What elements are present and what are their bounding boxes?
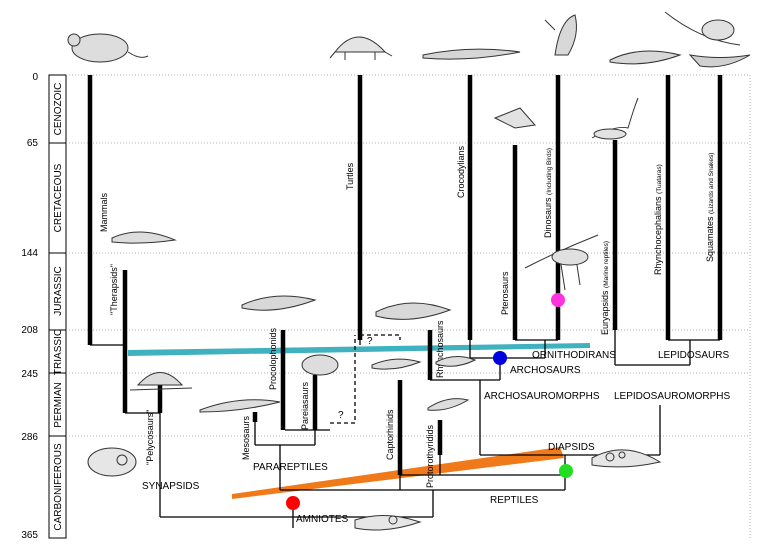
tick-144: 144 <box>21 248 38 259</box>
tick-286: 286 <box>21 432 38 443</box>
turtle-illustration <box>329 36 393 60</box>
clade-reptiles: REPTILES <box>490 495 539 506</box>
pterosaur-illustration <box>493 107 536 129</box>
period-jurassic: JURASSIC <box>53 266 64 315</box>
rhynchosaur-illustration <box>435 356 477 367</box>
clade-diapsids: DIAPSIDS <box>548 442 595 453</box>
taxon-pelycosaurs: "Pelycosaurs" <box>145 410 155 465</box>
taxon-pterosaurs: Pterosaurs <box>500 271 510 315</box>
clade-synapsids: SYNAPSIDS <box>142 481 200 492</box>
mammal-illustration <box>67 33 149 63</box>
taxon-mammals: Mammals <box>99 192 109 232</box>
procolophonid-illustration <box>241 295 317 311</box>
period-cretaceous: CRETACEOUS <box>53 163 64 232</box>
dimetrodon-illustration <box>129 372 193 391</box>
clade-ornithodirans: ORNITHODIRANS <box>532 350 616 361</box>
taxon-turtles: Turtles <box>345 162 355 190</box>
cynodont-illustration <box>111 231 177 244</box>
snake-lizard-illustration <box>664 11 751 68</box>
amniote-skull-illustration <box>354 514 422 531</box>
plesiosaur-illustration <box>591 97 639 140</box>
dinosaur-illustration <box>524 234 599 291</box>
tick-245: 245 <box>21 369 38 380</box>
amniotes-node-marker <box>286 496 300 510</box>
archosaurs-node-marker <box>493 351 507 365</box>
taxon-therapsids: "Therapsids" <box>109 264 119 315</box>
captorhinid-illustration <box>371 358 422 370</box>
diapsid-skull-illustration <box>591 449 662 468</box>
clade-lepidosaurs: LEPIDOSAURS <box>658 350 729 361</box>
tick-0: 0 <box>32 72 38 83</box>
crocodile-illustration <box>422 48 521 60</box>
clade-archosauromorphs: ARCHOSAUROMORPHS <box>484 391 600 402</box>
taxon-crocodylians: Crocodylians <box>456 145 466 198</box>
time-axis: 0 65 144 208 245 286 365 CENOZOIC CRETAC… <box>21 72 67 541</box>
taxon-dinosaurs: Dinosaurs (Including Birds) <box>543 148 553 238</box>
mesosaur-illustration <box>199 399 281 413</box>
diapsids-node-marker <box>559 464 573 478</box>
clade-amniotes: AMNIOTES <box>296 514 349 525</box>
taxon-mesosaurs: Mesosaurs <box>241 415 251 460</box>
taxon-rhynchocephalians: Rhynchocephalians (Tuataras) <box>653 164 663 275</box>
taxon-pareiasaurs: Pareiasaurs <box>300 381 310 430</box>
phytosaur-illustration <box>375 302 452 320</box>
tick-365: 365 <box>21 530 38 541</box>
uncertain-mark-1: ? <box>367 336 373 347</box>
bird-illustration <box>544 14 577 56</box>
taxon-protorothyridids: Protorothyridids <box>425 424 435 488</box>
period-permian: PERMIAN <box>53 382 64 428</box>
taxon-euryapsids: Euryapsids (Marine reptiles) <box>600 241 610 335</box>
tuatara-illustration <box>609 50 682 65</box>
uncertain-branches <box>330 334 401 424</box>
taxon-rhynchosaurs: Rhynchosaurs <box>435 320 445 378</box>
taxon-procolophonids: Procolophonids <box>268 327 278 390</box>
taxon-captorhinids: Captorhinids <box>385 409 395 460</box>
dinosaurs-node-marker <box>551 293 565 307</box>
protorothyridid-illustration <box>427 398 470 411</box>
period-carboniferous: CARBONIFEROUS <box>53 443 64 531</box>
tick-65: 65 <box>27 138 39 149</box>
clade-archosaurs: ARCHOSAURS <box>510 365 581 376</box>
teal-highlight-band <box>128 343 590 356</box>
taxon-squamates: Squamates (Lizards and Snakes) <box>705 153 715 262</box>
synapsid-skull-illustration <box>87 447 137 477</box>
clade-lepidosauromorphs: LEPIDOSAUROMORPHS <box>614 391 730 402</box>
period-cenozoic: CENOZOIC <box>53 83 64 136</box>
uncertain-mark-2: ? <box>338 410 344 421</box>
period-triassic: TRIASSIC <box>53 329 64 375</box>
clade-parareptiles: PARAREPTILES <box>253 462 328 473</box>
tick-208: 208 <box>21 325 38 336</box>
time-gridlines <box>66 74 751 538</box>
pareiasaur-illustration <box>301 354 339 376</box>
